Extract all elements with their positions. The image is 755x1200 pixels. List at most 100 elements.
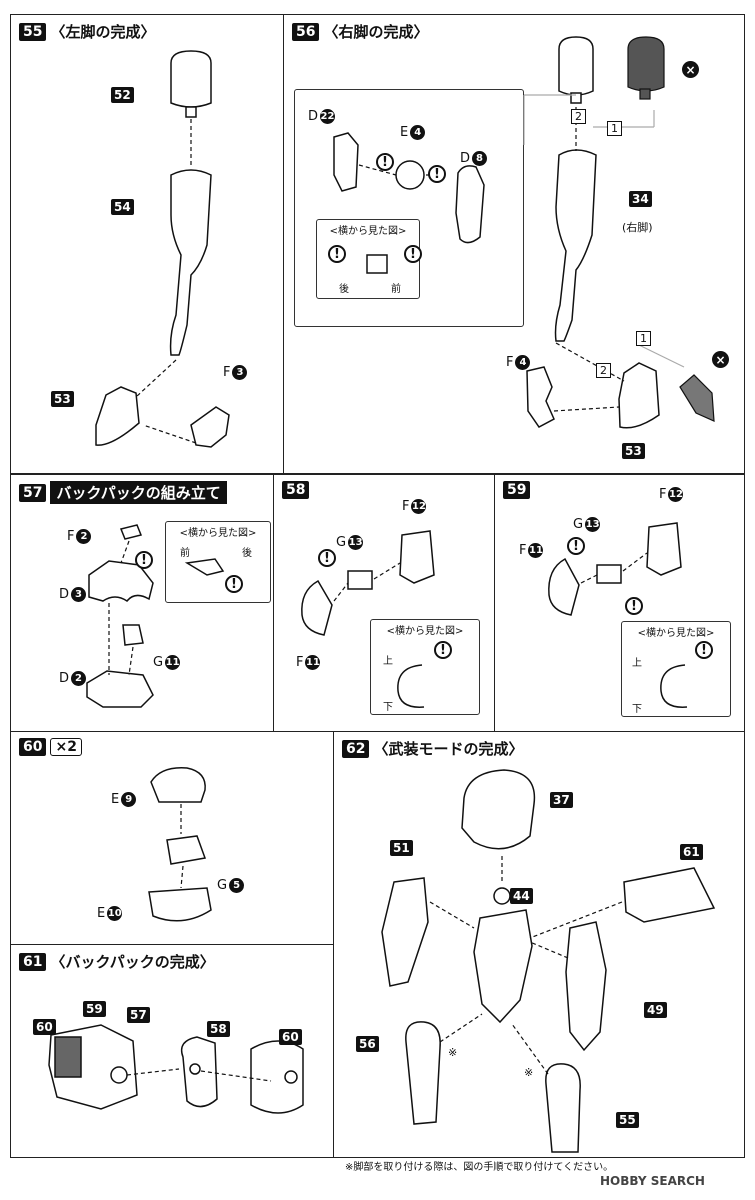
caution-icon: ! (328, 245, 346, 263)
caution-icon: ! (428, 165, 446, 183)
callout-61: 61 (680, 844, 703, 860)
step-62-header: 62 〈武装モードの完成〉 (342, 738, 524, 759)
caution-icon: ! (434, 641, 452, 659)
backpack-assembly-illustration (48, 1024, 304, 1114)
callout-49: 49 (644, 1002, 667, 1018)
part-label-e4: E 4 (400, 125, 426, 140)
part-label-d3: D 3 (59, 587, 87, 602)
step-55-header: 55 〈左脚の完成〉 (19, 21, 156, 42)
step-number: 62 (342, 739, 370, 758)
callout-37: 37 (550, 792, 573, 808)
step-number: 59 (503, 481, 531, 499)
callout-60: 60 (33, 1019, 56, 1035)
step-number: 60 (19, 738, 47, 756)
incorrect-mark-top: × (682, 61, 699, 78)
caution-icon: ! (318, 549, 336, 567)
leg-attachment-note: ※脚部を取り付ける際は、図の手順で取り付けてください。 (345, 1162, 614, 1173)
backpack-thruster-illustration (148, 767, 212, 922)
step-62-panel: 62 〈武装モードの完成〉 37 51 44 61 49 56 55 ※ ※ (333, 731, 745, 1158)
backpack-frame-illustration (86, 524, 225, 708)
callout-59: 59 (83, 1001, 106, 1017)
callout-53: 53 (51, 391, 74, 407)
part-label-g5: G 5 (217, 878, 245, 893)
front-label: 前 (391, 284, 401, 295)
step-title: 〈バックパックの完成〉 (50, 953, 215, 971)
side-view-title: <横から見た図> (386, 626, 464, 637)
step-57-panel: 57 バックパックの組み立て <横から見た図> 前 後 F 2 D 3 G 11… (10, 474, 274, 732)
part-label-e9: E 9 (111, 792, 137, 807)
part-label-f12: F 12 (659, 487, 684, 502)
callout-54: 54 (111, 199, 134, 215)
callout-52: 52 (111, 87, 134, 103)
part-label-d2: D 2 (59, 671, 87, 686)
callout-55: 55 (616, 1112, 639, 1128)
part-label-d22: D 22 (308, 109, 336, 124)
part-label-f3: F 3 (223, 365, 248, 380)
back-label: 後 (339, 284, 349, 295)
back-label: 後 (242, 548, 252, 559)
step-number: 57 (19, 483, 47, 502)
up-label: 上 (632, 658, 642, 669)
shoulder-part-mirrored-illustration (548, 522, 688, 708)
step-60-panel: 60 ×2 E 9 G 5 E 10 (10, 731, 334, 945)
callout-53: 53 (622, 443, 645, 459)
step-58-header: 58 (282, 481, 310, 499)
caution-icon: ! (404, 245, 422, 263)
step-61-header: 61 〈バックパックの完成〉 (19, 951, 215, 972)
callout-56: 56 (356, 1036, 379, 1052)
step-57-header: 57 バックパックの組み立て (19, 481, 227, 504)
caution-icon: ! (625, 597, 643, 615)
order-step-2-bottom: 2 (596, 363, 611, 378)
step-title: 〈武装モードの完成〉 (373, 740, 524, 758)
step-number: 56 (292, 22, 320, 41)
step-title: 〈左脚の完成〉 (50, 23, 156, 41)
side-view-title: <横から見た図> (179, 528, 257, 539)
callout-51: 51 (390, 840, 413, 856)
repeat-count-badge: ×2 (50, 738, 82, 756)
caution-icon: ! (376, 153, 394, 171)
step-55-panel: 55 〈左脚の完成〉 52 54 53 F 3 (10, 14, 284, 474)
reference-mark: ※ (524, 1066, 534, 1079)
step-56-panel: 56 〈右脚の完成〉 <横から見た図> 後 前 (283, 14, 745, 474)
part-label-e10: E 10 (97, 906, 123, 921)
side-view-title: <横から見た図> (637, 628, 715, 639)
callout-44: 44 (510, 888, 533, 904)
part-label-f2: F 2 (67, 529, 92, 544)
order-step-1-top: 1 (607, 121, 622, 136)
callout-34: 34 (629, 191, 652, 207)
right-leg-note: (右脚) (622, 221, 653, 234)
caution-icon: ! (567, 537, 585, 555)
step-title: 〈右脚の完成〉 (323, 23, 429, 41)
front-label: 前 (180, 548, 190, 559)
down-label: 下 (383, 702, 393, 713)
caution-icon: ! (135, 551, 153, 569)
side-view-title: <横から見た図> (329, 226, 407, 237)
step-61-panel: 61 〈バックパックの完成〉 60 59 57 58 60 (10, 944, 334, 1158)
step-56-header: 56 〈右脚の完成〉 (292, 21, 429, 42)
caution-icon: ! (695, 641, 713, 659)
callout-57: 57 (127, 1007, 150, 1023)
part-label-f12: F 12 (402, 499, 427, 514)
watermark: HOBBY SEARCH (600, 1174, 705, 1188)
step-title: バックパックの組み立て (50, 481, 227, 504)
step-number: 58 (282, 481, 310, 499)
order-step-2-top: 2 (571, 109, 586, 124)
step-59-header: 59 (503, 481, 531, 499)
incorrect-mark-bottom: × (712, 351, 729, 368)
step-59-panel: 59 <横から見た図> 上 下 F 12 G 13 F 11 ! ! ! (494, 474, 745, 732)
part-label-d8: D 8 (460, 151, 488, 166)
part-label-f11: F 11 (519, 543, 544, 558)
step-number: 55 (19, 22, 47, 41)
weapon-mode-assembly-illustration (381, 769, 716, 1153)
step-58-panel: 58 <横から見た図> 上 下 F 12 G 13 F 11 ! ! (273, 474, 495, 732)
right-leg-illustration (333, 36, 715, 429)
part-label-g13: G 13 (336, 535, 364, 550)
down-label: 下 (632, 704, 642, 715)
up-label: 上 (383, 656, 393, 667)
part-label-f4: F 4 (506, 355, 531, 370)
callout-60: 60 (279, 1029, 302, 1045)
side-view-inset: <横から見た図> 上 下 (370, 619, 480, 715)
side-view-inset: <横から見た図> 前 後 (165, 521, 271, 603)
reference-mark: ※ (448, 1046, 458, 1059)
step-number: 61 (19, 952, 47, 971)
